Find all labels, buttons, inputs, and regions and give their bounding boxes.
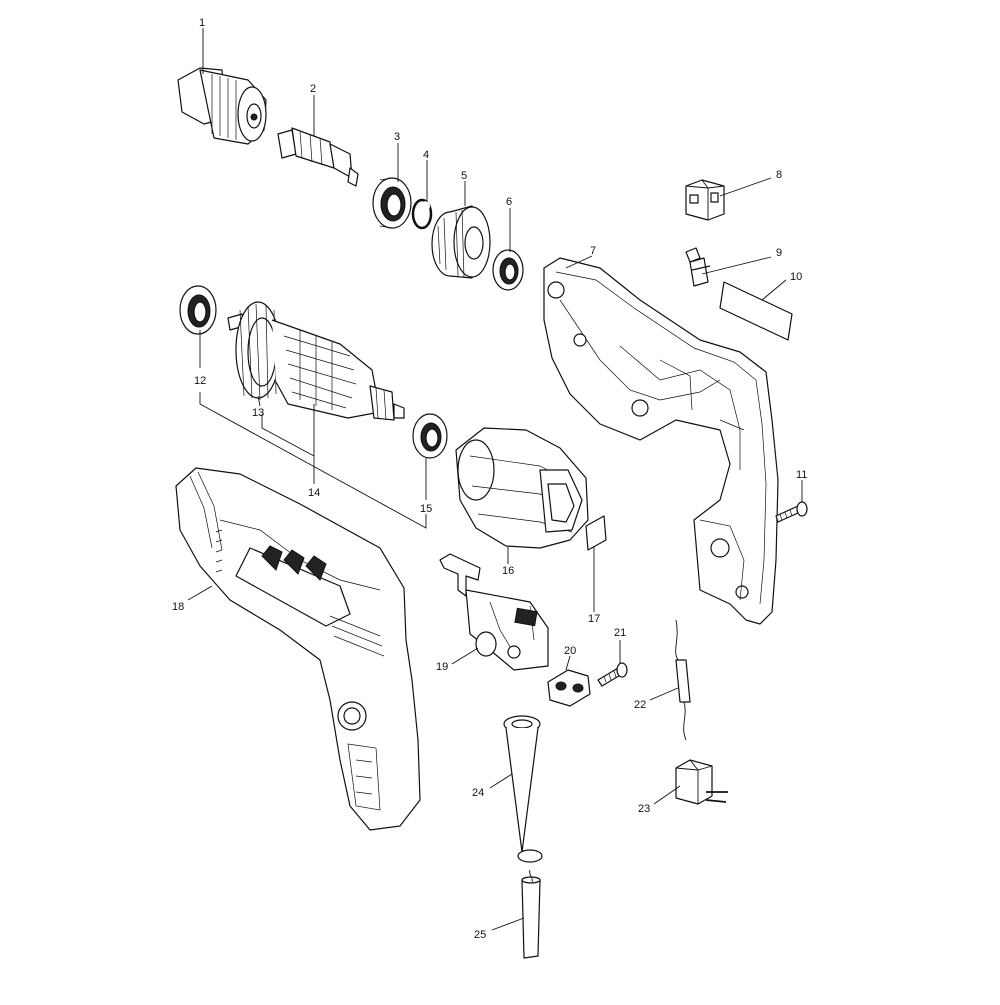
callout-3: 3 <box>394 131 400 143</box>
callout-20: 20 <box>564 645 576 657</box>
part-switch-block <box>685 179 725 221</box>
part-brush-holder <box>685 247 711 287</box>
part-screw-11 <box>775 501 808 523</box>
part-armature <box>227 301 405 421</box>
callout-11: 11 <box>796 469 807 481</box>
callout-12: 12 <box>194 375 206 387</box>
callout-13: 13 <box>252 407 264 419</box>
callout-1: 1 <box>199 17 205 29</box>
callout-21: 21 <box>614 627 626 639</box>
part-field <box>455 427 589 549</box>
part-cord <box>521 869 541 959</box>
callout-5: 5 <box>461 170 467 182</box>
callout-4: 4 <box>423 149 429 161</box>
callout-9: 9 <box>776 247 782 259</box>
part-ball-bearing-3 <box>372 177 412 229</box>
part-label-plate <box>719 281 793 341</box>
callout-2: 2 <box>310 83 316 95</box>
part-insulator <box>585 515 607 551</box>
leader-lines <box>187 28 803 931</box>
part-drill-chuck <box>177 67 267 145</box>
part-tapping-screw-21 <box>597 662 628 687</box>
callout-17: 17 <box>588 613 600 625</box>
part-spindle <box>277 127 359 187</box>
callout-6: 6 <box>506 196 512 208</box>
callout-10: 10 <box>790 271 802 283</box>
part-gear <box>431 205 491 279</box>
part-ball-bearing-6 <box>492 249 524 291</box>
callout-14: 14 <box>308 487 320 499</box>
part-ball-bearing-12 <box>179 285 217 335</box>
part-housing-half <box>543 257 779 625</box>
callout-8: 8 <box>776 169 782 181</box>
callout-22: 22 <box>634 699 646 711</box>
part-ball-bearing-15 <box>412 413 448 459</box>
part-switch <box>439 553 549 671</box>
callout-24: 24 <box>472 787 484 799</box>
callout-23: 23 <box>638 803 650 815</box>
part-retaining-ring <box>411 198 433 230</box>
callout-25: 25 <box>474 929 486 941</box>
part-noise-suppressor <box>675 619 691 741</box>
callout-7: 7 <box>590 245 596 257</box>
part-strain-relief <box>503 715 543 863</box>
callout-19: 19 <box>436 661 448 673</box>
callout-labels: 1 2 3 4 5 6 7 8 9 10 11 12 13 14 15 16 1… <box>172 17 807 941</box>
part-capacitor <box>675 759 728 805</box>
callout-15: 15 <box>420 503 432 515</box>
part-housing-assembly <box>175 467 421 831</box>
part-cord-clamp <box>547 669 591 707</box>
callout-18: 18 <box>172 601 184 613</box>
callout-16: 16 <box>502 565 514 577</box>
